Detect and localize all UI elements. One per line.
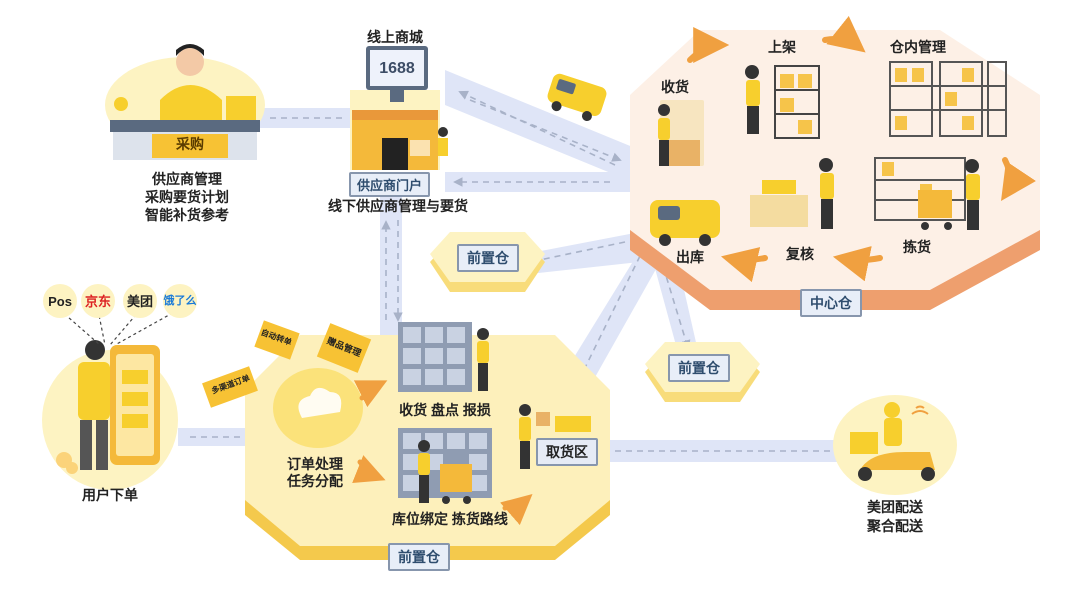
mall-caption: 线下供应商管理与要货 (328, 198, 468, 214)
bind-caption: 库位绑定 拣货路线 (392, 511, 508, 527)
connector-bands (178, 70, 845, 462)
worker-icon (658, 65, 980, 230)
delivery-caption-2: 聚合配送 (867, 518, 923, 534)
dashed-arrows (190, 90, 830, 452)
step-pick: 拣货 (903, 239, 931, 255)
supplier-desk-sign: 采购 (176, 136, 204, 152)
step-receive: 收货 (661, 79, 689, 95)
flow-arrows-main (352, 380, 533, 526)
channel-badges (43, 284, 197, 318)
step-storage: 仓内管理 (890, 39, 946, 55)
step-check: 复核 (786, 246, 814, 262)
channel-meituan: 美团 (126, 294, 153, 309)
supplier-portal-sign: 供应商门户 (349, 172, 431, 197)
central-warehouse-tag: 中心仓 (800, 289, 862, 317)
order-caption-2: 任务分配 (287, 473, 343, 489)
step-ship: 出库 (676, 249, 704, 265)
supplier-caption-3: 智能补货参考 (145, 207, 229, 223)
central-warehouse-platform (630, 30, 1040, 310)
channel-jd: 京东 (84, 294, 111, 309)
user-caption: 用户下单 (82, 487, 138, 503)
supplier-caption-2: 采购要货计划 (145, 189, 229, 205)
channel-pos: Pos (48, 294, 72, 309)
storage-racks-icon (398, 322, 591, 504)
delivery-rider-illustration (833, 395, 957, 495)
front-warehouse-small-2-tag: 前置仓 (668, 354, 730, 382)
order-caption-1: 订单处理 (287, 456, 343, 472)
user-illustration (42, 309, 179, 490)
supplier-caption-1: 供应商管理 (152, 171, 222, 187)
sticky-notes (202, 320, 372, 408)
delivery-caption-1: 美团配送 (867, 499, 923, 515)
shelves-icon (660, 61, 1007, 230)
central-cycle-arrows (687, 15, 1036, 283)
mall-screen-text: 1688 (379, 60, 415, 77)
mall-illustration (350, 46, 448, 170)
front-warehouse-small-1-tag: 前置仓 (457, 244, 519, 272)
front-warehouse-main-tag: 前置仓 (388, 543, 450, 571)
pickup-area-tag: 取货区 (536, 438, 598, 466)
receive-caption: 收货 盘点 报损 (399, 402, 491, 418)
channel-eleme: 饿了么 (163, 295, 197, 307)
mall-title: 线上商城 (367, 29, 423, 45)
truck-icon (547, 73, 720, 246)
supplier-illustration (105, 44, 265, 160)
step-shelve: 上架 (768, 39, 796, 55)
